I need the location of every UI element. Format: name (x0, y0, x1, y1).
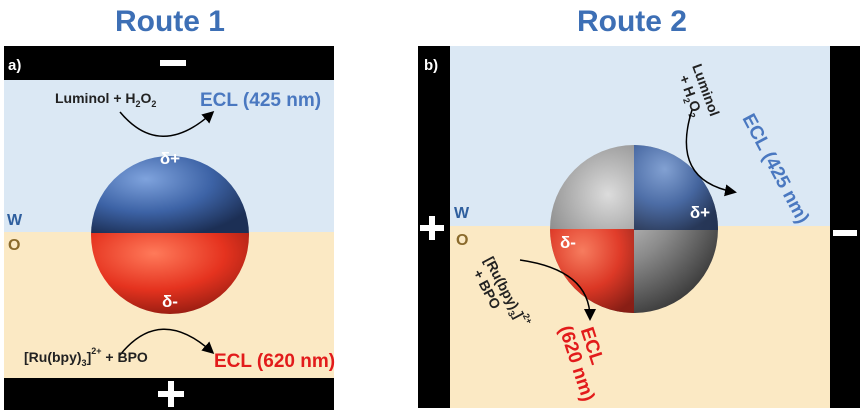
panel-label-a: a) (8, 57, 21, 74)
route1-title: Route 1 (115, 5, 225, 38)
arrow-bottom-a (119, 328, 215, 356)
arrow-top-b (685, 109, 737, 197)
phase-w-label-a: W (7, 212, 23, 229)
reactant-top-a: Luminol + H2O2 (55, 90, 156, 109)
phase-o-label-b: O (456, 232, 468, 249)
delta-minus-b: δ- (560, 233, 576, 252)
reactant-bottom-a: [Ru(bpy)3]2+ + BPO (24, 346, 148, 368)
minus-sign-a (160, 60, 186, 66)
delta-plus-b: δ+ (690, 203, 710, 222)
delta-minus-a: δ- (162, 292, 178, 311)
plus-sign-b-v (429, 216, 435, 240)
panel-b: b) W O δ+ δ- Luminol + H2O2 ECL (425 nm)… (418, 46, 860, 408)
plus-sign-a-v (168, 381, 174, 407)
phase-o-label-a: O (8, 237, 20, 254)
ecl-425-label-a: ECL (425 nm) (200, 90, 321, 111)
delta-plus-a: δ+ (160, 149, 180, 168)
arrow-top-a (119, 110, 215, 137)
svg-text:+ H2O2: + H2O2 (673, 73, 706, 120)
right-electrode-b (830, 46, 860, 408)
panel-a: a) W O δ+ δ- Luminol + H2O2 ECL (425 nm)… (4, 46, 335, 410)
phase-w-label-b: W (454, 205, 470, 222)
panel-label-b: b) (424, 57, 438, 74)
route2-title: Route 2 (577, 5, 687, 38)
arrow-bottom-b (519, 259, 596, 321)
ecl-620-label-a: ECL (620 nm) (214, 351, 335, 372)
minus-sign-b (833, 230, 857, 236)
